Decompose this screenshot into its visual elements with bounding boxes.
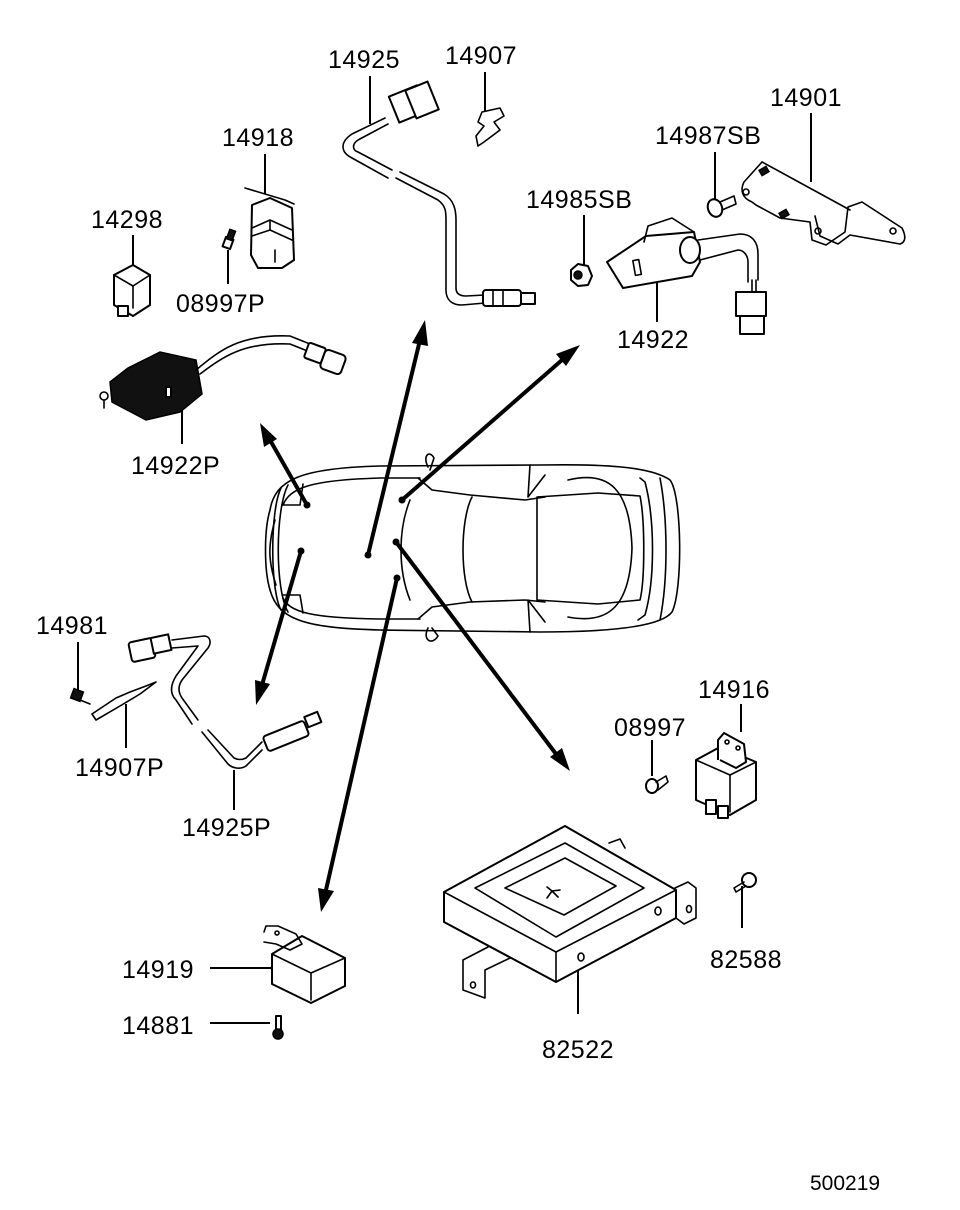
callout-arrows — [255, 320, 580, 912]
part-number-14922P[interactable]: 14922P — [131, 452, 220, 480]
part-number-14907P[interactable]: 14907P — [75, 754, 164, 782]
diagram-reference-number: 500219 — [810, 1172, 880, 1195]
part-14925P[interactable]: 14925P — [127, 633, 323, 842]
part-number-14922[interactable]: 14922 — [617, 326, 689, 354]
part-82522[interactable]: 82522 — [443, 825, 697, 1064]
part-number-14881[interactable]: 14881 — [122, 1012, 194, 1040]
part-number-82522[interactable]: 82522 — [542, 1036, 614, 1064]
part-number-82588[interactable]: 82588 — [710, 946, 782, 974]
part-number-14985SB[interactable]: 14985SB — [526, 186, 632, 214]
part-08997[interactable]: 08997 — [614, 714, 686, 794]
part-number-14298[interactable]: 14298 — [91, 206, 163, 234]
vehicle-top-view — [264, 453, 681, 642]
part-number-14916[interactable]: 14916 — [698, 676, 770, 704]
part-number-14901[interactable]: 14901 — [770, 84, 842, 112]
part-14881[interactable]: 14881 — [122, 1012, 284, 1040]
part-14907P[interactable]: 14907P — [75, 681, 164, 782]
part-14925[interactable]: 14925 — [328, 46, 536, 307]
part-08997P[interactable]: 08997P — [176, 228, 265, 318]
part-14981[interactable]: 14981 — [36, 612, 108, 705]
part-82588[interactable]: 82588 — [710, 872, 782, 974]
part-number-14981[interactable]: 14981 — [36, 612, 108, 640]
part-number-14925P[interactable]: 14925P — [182, 814, 271, 842]
part-14918[interactable]: 14918 — [222, 124, 295, 269]
part-14985SB[interactable]: 14985SB — [526, 186, 632, 287]
part-14922P[interactable]: 14922P — [99, 335, 347, 480]
part-14298[interactable]: 14298 — [91, 206, 163, 317]
part-number-14987SB[interactable]: 14987SB — [655, 122, 761, 150]
part-number-14907[interactable]: 14907 — [445, 42, 517, 70]
part-number-14919[interactable]: 14919 — [122, 956, 194, 984]
part-14987SB[interactable]: 14987SB — [655, 122, 761, 219]
part-14901[interactable]: 14901 — [741, 84, 906, 246]
part-number-14918[interactable]: 14918 — [222, 124, 294, 152]
part-number-14925[interactable]: 14925 — [328, 46, 400, 74]
part-14919[interactable]: 14919 — [122, 925, 346, 1004]
part-14907[interactable]: 14907 — [445, 42, 517, 147]
part-14916[interactable]: 14916 — [695, 676, 770, 819]
part-number-08997[interactable]: 08997 — [614, 714, 686, 742]
part-number-08997P[interactable]: 08997P — [176, 290, 265, 318]
part-14922[interactable]: 14922 — [606, 217, 767, 354]
